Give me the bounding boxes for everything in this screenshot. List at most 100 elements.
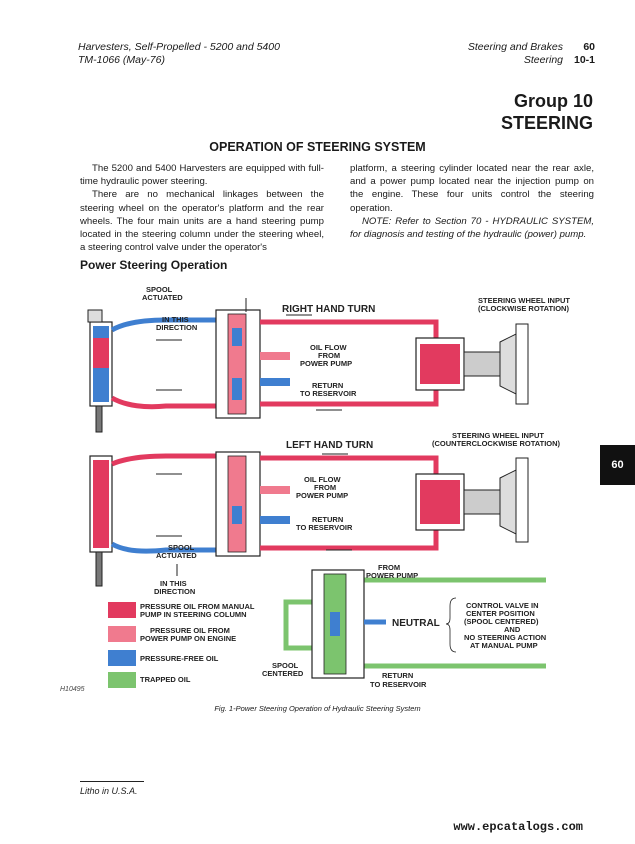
steering-shaft — [463, 489, 501, 515]
body-column-left: The 5200 and 5400 Harvesters are equippe… — [80, 162, 324, 254]
body-column-right: platform, a steering cylinder located ne… — [350, 162, 594, 241]
section-number: 60 — [583, 41, 595, 53]
label-spool-actuated: SPOOL — [168, 543, 195, 552]
steering-wheel — [515, 323, 529, 405]
legend-label: PRESSURE OIL FROM MANUAL — [140, 602, 255, 611]
legend-label: PUMP IN STEERING COLUMN — [140, 610, 247, 619]
hand-pump-oil — [420, 480, 460, 524]
pipe-bottom — [260, 526, 439, 551]
subheading: Power Steering Operation — [80, 258, 228, 272]
label-spool-actuated: ACTUATED — [142, 293, 183, 302]
label-oil-flow: OIL FLOW — [304, 475, 341, 484]
brace — [445, 597, 457, 653]
label-spool-actuated: SPOOL — [146, 285, 173, 294]
manual-code: TM-1066 (May-76) — [78, 54, 165, 66]
pressure-port — [260, 486, 290, 494]
label-spool-centered: SPOOL — [272, 661, 299, 670]
footer-rule — [80, 781, 144, 782]
figure-caption: Fig. 1-Power Steering Operation of Hydra… — [214, 704, 421, 713]
manual-title: Harvesters, Self-Propelled - 5200 and 54… — [78, 41, 280, 53]
right-turn-diagram: SPOOL ACTUATED IN THIS DIRECTION RIGHT H… — [87, 285, 570, 433]
label-in-this-direction: DIRECTION — [154, 587, 195, 596]
spool-port — [330, 612, 340, 636]
label-oil-flow: OIL FLOW — [310, 343, 347, 352]
label-spool-centered: CENTERED — [262, 669, 304, 678]
label-control-valve: CENTER POSITION — [466, 609, 535, 618]
spool-port — [232, 328, 242, 346]
group-heading: STEERING — [500, 113, 593, 133]
label-wheel-input: (CLOCKWISE ROTATION) — [478, 304, 569, 313]
paragraph: There are no mechanical linkages between… — [80, 189, 324, 254]
pressure-port — [260, 352, 290, 360]
label-wheel-input: (COUNTERCLOCKWISE ROTATION) — [432, 439, 561, 448]
legend-swatch-trapped — [108, 672, 136, 688]
paragraph: The 5200 and 5400 Harvesters are equippe… — [80, 163, 324, 188]
label-oil-flow: POWER PUMP — [296, 491, 348, 500]
header-left: Harvesters, Self-Propelled - 5200 and 54… — [78, 41, 280, 67]
return-port — [260, 378, 290, 386]
footer-text: Litho in U.S.A. — [80, 786, 138, 796]
legend-label: PRESSURE-FREE OIL — [140, 654, 219, 663]
return-port — [260, 516, 290, 524]
steering-diagram: SPOOL ACTUATED IN THIS DIRECTION RIGHT H… — [87, 285, 570, 689]
group-title: Group 10 STEERING — [501, 90, 593, 134]
label-control-valve: AND — [504, 625, 521, 634]
line-blue-lower — [110, 541, 216, 554]
pipe-bottom — [260, 386, 439, 407]
header-right: Steering and Brakes 60 Steering 10-1 — [468, 41, 595, 67]
left-turn-diagram: LEFT HAND TURN STEERING WHEEL INPUT (COU… — [89, 431, 561, 596]
spool — [227, 455, 247, 553]
line-blue-upper — [110, 317, 216, 333]
section-title: OPERATION OF STEERING SYSTEM — [209, 140, 426, 154]
legend-swatch-power-pressure — [108, 626, 136, 642]
label-from-power-pump: FROM — [378, 563, 400, 572]
line-red-lower — [110, 395, 216, 410]
note: NOTE: Refer to Section 70 - HYDRAULIC SY… — [350, 215, 594, 241]
spool-port — [232, 506, 242, 524]
group-number: Group 10 — [513, 91, 593, 111]
label-oil-flow: FROM — [314, 483, 336, 492]
label-oil-flow: POWER PUMP — [300, 359, 352, 368]
section-tab: 60 — [600, 445, 635, 485]
steering-wheel-hub — [499, 333, 517, 395]
figure-id: H10495 — [60, 686, 85, 693]
label-return: RETURN — [382, 671, 413, 680]
label-neutral: NEUTRAL — [392, 618, 440, 629]
label-control-valve: CONTROL VALVE IN — [466, 601, 539, 610]
group-name: Steering — [523, 54, 563, 66]
line-red-upper — [111, 453, 216, 467]
label-spool-actuated: ACTUATED — [156, 551, 197, 560]
cylinder-rod — [95, 551, 103, 587]
legend-label: TRAPPED OIL — [140, 675, 191, 684]
label-from-power-pump: POWER PUMP — [366, 571, 418, 580]
pipe-top — [260, 319, 439, 342]
label-wheel-input: STEERING WHEEL INPUT — [452, 431, 544, 440]
pipe-top — [260, 455, 439, 478]
steering-wheel-hub — [499, 469, 517, 535]
legend-swatch-pressure-free — [108, 650, 136, 666]
cylinder-rod — [95, 405, 103, 433]
cylinder-pressure — [93, 460, 109, 548]
label-wheel-input: STEERING WHEEL INPUT — [478, 296, 570, 305]
steering-wheel — [515, 457, 529, 543]
legend-swatch-manual-pressure — [108, 602, 136, 618]
neutral-diagram: FROM POWER PUMP NEUTRAL CONTROL VALVE IN… — [108, 563, 546, 689]
label-control-valve: NO STEERING ACTION — [464, 633, 546, 642]
label-return: RETURN — [312, 381, 343, 390]
paragraph: platform, a steering cylinder located ne… — [350, 163, 594, 214]
label-oil-flow: FROM — [318, 351, 340, 360]
hand-pump-oil — [420, 344, 460, 384]
label-in-this-direction: DIRECTION — [156, 323, 197, 332]
legend-label: POWER PUMP ON ENGINE — [140, 634, 236, 643]
spool-port — [232, 378, 242, 400]
steering-shaft — [463, 351, 501, 377]
page-number: 10-1 — [573, 54, 595, 66]
label-right-hand-turn: RIGHT HAND TURN — [282, 304, 375, 315]
label-in-this-direction: IN THIS — [162, 315, 189, 324]
legend-label: PRESSURE OIL FROM — [150, 626, 230, 635]
label-return: TO RESERVOIR — [370, 680, 427, 689]
cylinder-mount — [87, 309, 103, 323]
label-return: RETURN — [312, 515, 343, 524]
section-name: Steering and Brakes — [467, 41, 563, 53]
label-control-valve: AT MANUAL PUMP — [470, 641, 538, 650]
